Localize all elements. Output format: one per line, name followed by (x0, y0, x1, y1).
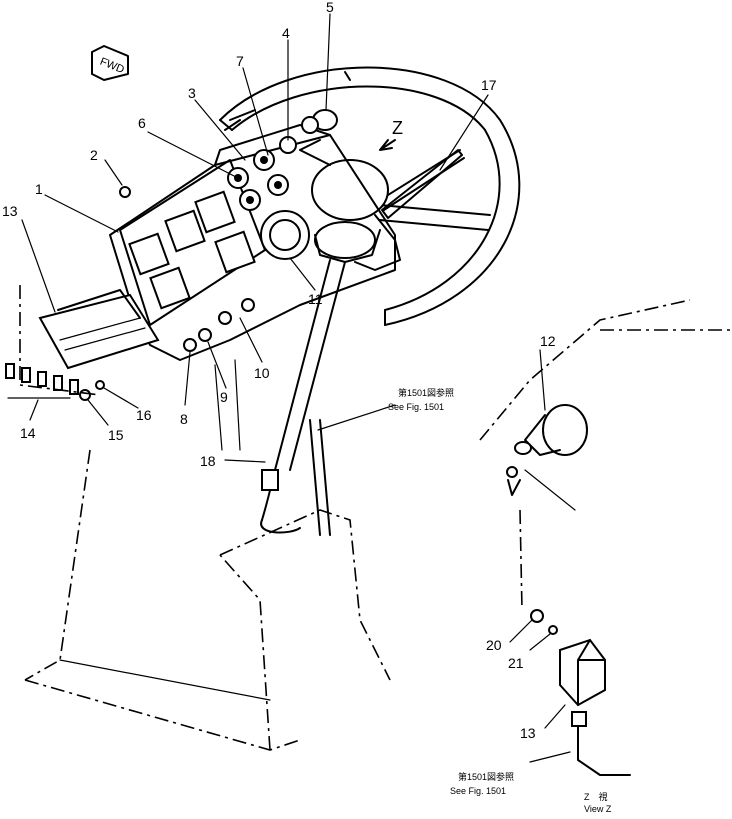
callout: 13 (520, 725, 536, 741)
leader-lines (21, 13, 566, 729)
ref-leader-1 (317, 404, 396, 431)
fuses (5, 363, 79, 399)
view-caption-jp: Z 視 (584, 791, 608, 802)
callout: 2 (90, 147, 98, 163)
figure-reference: 第1501図参照 See Fig. 1501 (450, 771, 514, 796)
callout: 14 (20, 425, 36, 441)
console-body (19, 285, 391, 751)
callout: 15 (108, 427, 124, 443)
ref-line-en: See Fig. 1501 (450, 786, 506, 796)
callout: 10 (254, 365, 270, 381)
fwd-arrow-icon: FWD (91, 45, 129, 81)
callout: 1 (35, 181, 43, 197)
callout: 17 (481, 77, 497, 93)
screw (119, 186, 131, 198)
steering-column (274, 139, 401, 471)
figure-reference: 第1501図参照 See Fig. 1501 (388, 387, 454, 412)
ref-line-jp: 第1501図参照 (458, 771, 514, 782)
view-caption: Z 視 View Z (584, 791, 612, 814)
relay (530, 609, 631, 776)
view-z-arrow-icon (379, 139, 396, 151)
callout: 18 (200, 453, 216, 469)
callout: 7 (236, 53, 244, 69)
callouts: 1 2 3 4 5 6 7 8 9 10 11 12 13 13 14 15 1… (2, 0, 556, 741)
callout: 20 (486, 637, 502, 653)
fwd-label: FWD (98, 56, 126, 77)
callout: 9 (220, 389, 228, 405)
ref-line-jp: 第1501図参照 (398, 387, 454, 398)
lever (381, 149, 463, 219)
callout: 4 (282, 25, 290, 41)
bolt (79, 389, 91, 401)
ignition-switch (479, 299, 732, 611)
callout: 6 (138, 115, 146, 131)
ref-leader-2 (529, 751, 571, 763)
callout: 11 (308, 291, 323, 307)
callout: 5 (326, 0, 334, 15)
callout: 16 (136, 407, 152, 423)
view-caption-en: View Z (584, 804, 612, 814)
steering-wheel (219, 66, 521, 326)
callout: 12 (540, 333, 556, 349)
wire-harness (260, 469, 301, 534)
view-letter: Z (392, 118, 403, 138)
callout: 13 (2, 203, 18, 219)
ref-line-en: See Fig. 1501 (388, 402, 444, 412)
callout: 3 (188, 85, 196, 101)
callout: 8 (180, 411, 188, 427)
callout: 21 (508, 655, 524, 671)
washer (95, 380, 105, 390)
fuse-box (38, 289, 160, 370)
